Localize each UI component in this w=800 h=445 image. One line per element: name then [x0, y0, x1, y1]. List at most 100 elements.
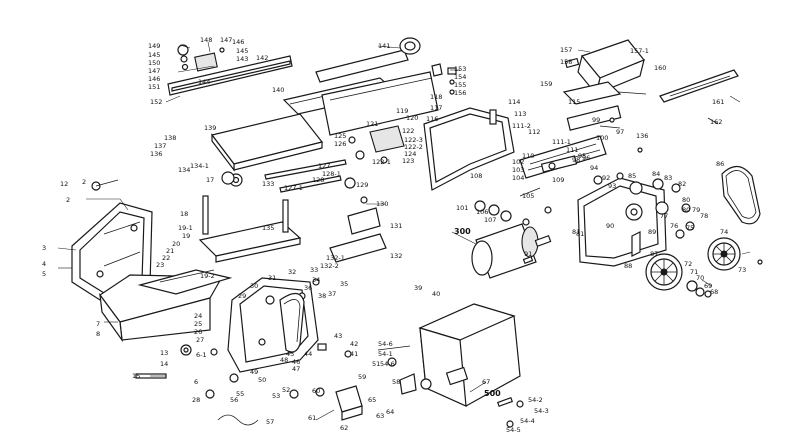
callout-label: 140	[272, 86, 284, 94]
callout-label: 85	[628, 172, 636, 180]
callout-label: 93	[608, 182, 616, 190]
callout-label: 157-1	[630, 47, 649, 55]
callout-label: 54-6	[380, 360, 395, 368]
callout-label: 63	[376, 412, 384, 420]
callout-label: 30	[250, 282, 258, 290]
callout-label: 6-1	[196, 351, 207, 359]
callout-label: 58	[392, 378, 400, 386]
callout-label: 20	[172, 240, 180, 248]
callout-label: 157	[560, 46, 572, 54]
callout-label: 27	[196, 336, 204, 344]
callout-label: 68	[710, 288, 718, 296]
callout-label: 5	[42, 270, 46, 278]
crank-handle	[86, 179, 129, 211]
callout-label: 76	[670, 222, 678, 230]
callout-label: 77	[660, 212, 668, 220]
drive-belt-86	[721, 165, 761, 225]
callout-label: 138	[164, 134, 176, 142]
callout-labels: 149 145 150 147 146 151 148 147 146 145 …	[42, 36, 746, 434]
callout-label: 91	[524, 250, 532, 258]
callout-label: 135	[262, 224, 274, 232]
callout-label: 128-1	[322, 170, 341, 178]
callout-label: 112	[528, 128, 540, 136]
threaded-rods-18	[202, 171, 289, 235]
callout-label: 19-1	[178, 224, 193, 232]
callout-label: 41	[350, 350, 358, 358]
right-frame-113	[423, 107, 515, 191]
callout-label: 25	[194, 320, 202, 328]
base-plate-19-2	[137, 269, 233, 295]
motor-housing	[377, 303, 521, 407]
callout-label: 110	[522, 152, 534, 160]
infeed-table-139	[210, 113, 324, 172]
callout-label: 22	[162, 254, 170, 262]
motor-fasteners	[387, 357, 524, 428]
callout-label: 160	[654, 64, 666, 72]
bracket-153-156	[431, 63, 457, 95]
callout-label: 156	[454, 89, 466, 97]
callout-label: 2	[66, 196, 70, 204]
callout-label: 7	[96, 320, 100, 328]
callout-label: 54-3	[534, 407, 549, 415]
callout-label: 49	[250, 368, 258, 376]
callout-label: 131	[390, 222, 402, 230]
callout-label: 111	[566, 146, 578, 154]
callout-label: 105	[522, 192, 534, 200]
misc-right-parts	[522, 117, 763, 265]
belt-31	[279, 292, 305, 353]
callout-label: 153	[454, 65, 466, 73]
callout-label: 17	[206, 176, 214, 184]
callout-label: 122-1	[372, 158, 391, 166]
callout-label: 56	[230, 396, 238, 404]
callout-label: 125	[334, 132, 346, 140]
callout-label: 106	[476, 208, 488, 216]
callout-label: 121	[366, 120, 378, 128]
callout-label: 98	[572, 156, 580, 164]
callout-label: 104	[512, 174, 524, 182]
callout-label: 101	[456, 204, 468, 212]
callout-label: 34	[312, 276, 320, 284]
callout-label: 89	[648, 228, 656, 236]
callout-label: 21	[166, 247, 174, 255]
callout-label: 149	[148, 42, 160, 50]
callout-label: 31	[268, 274, 276, 282]
callout-label: 124	[404, 150, 416, 158]
callout-label: 146	[232, 38, 244, 46]
callout-label: 82	[678, 180, 686, 188]
callout-label: 95	[578, 152, 586, 160]
callout-label: 126	[334, 140, 346, 148]
callout-label: 500	[484, 389, 501, 398]
top-rail-assembly	[167, 44, 293, 96]
bracket-131-132	[329, 196, 387, 263]
callout-label: 47	[292, 365, 300, 373]
callout-label: 52	[282, 386, 290, 394]
callout-label: 72	[684, 260, 692, 268]
callout-label: 71	[690, 268, 698, 276]
callout-label: 54-6	[378, 340, 393, 348]
callout-label: 128	[312, 176, 324, 184]
gears-83-85	[629, 178, 691, 215]
callout-label: 73	[738, 266, 746, 274]
callout-label: 132-1	[326, 254, 345, 262]
callout-label: 132-2	[320, 262, 339, 270]
callout-label: 150	[148, 59, 160, 67]
callout-label: 84	[652, 170, 660, 178]
callout-label: 78	[700, 212, 708, 220]
callout-label: 23	[156, 261, 164, 269]
roller-141	[315, 37, 421, 83]
callout-label: 115	[568, 98, 580, 106]
callout-label: 54-1	[378, 350, 393, 358]
callout-label: 15	[132, 372, 140, 380]
callout-label: 46	[292, 358, 300, 366]
callout-label: 143	[236, 55, 248, 63]
callout-label: 39	[414, 284, 422, 292]
small-parts-left	[135, 278, 352, 426]
callout-label: 57	[266, 418, 274, 426]
callout-label: 54-2	[528, 396, 543, 404]
callout-label: 2	[82, 178, 86, 186]
callout-label: 94	[590, 164, 598, 172]
rods-127-128	[229, 159, 356, 193]
callout-label: 97	[616, 128, 624, 136]
callout-label: 108	[470, 172, 482, 180]
